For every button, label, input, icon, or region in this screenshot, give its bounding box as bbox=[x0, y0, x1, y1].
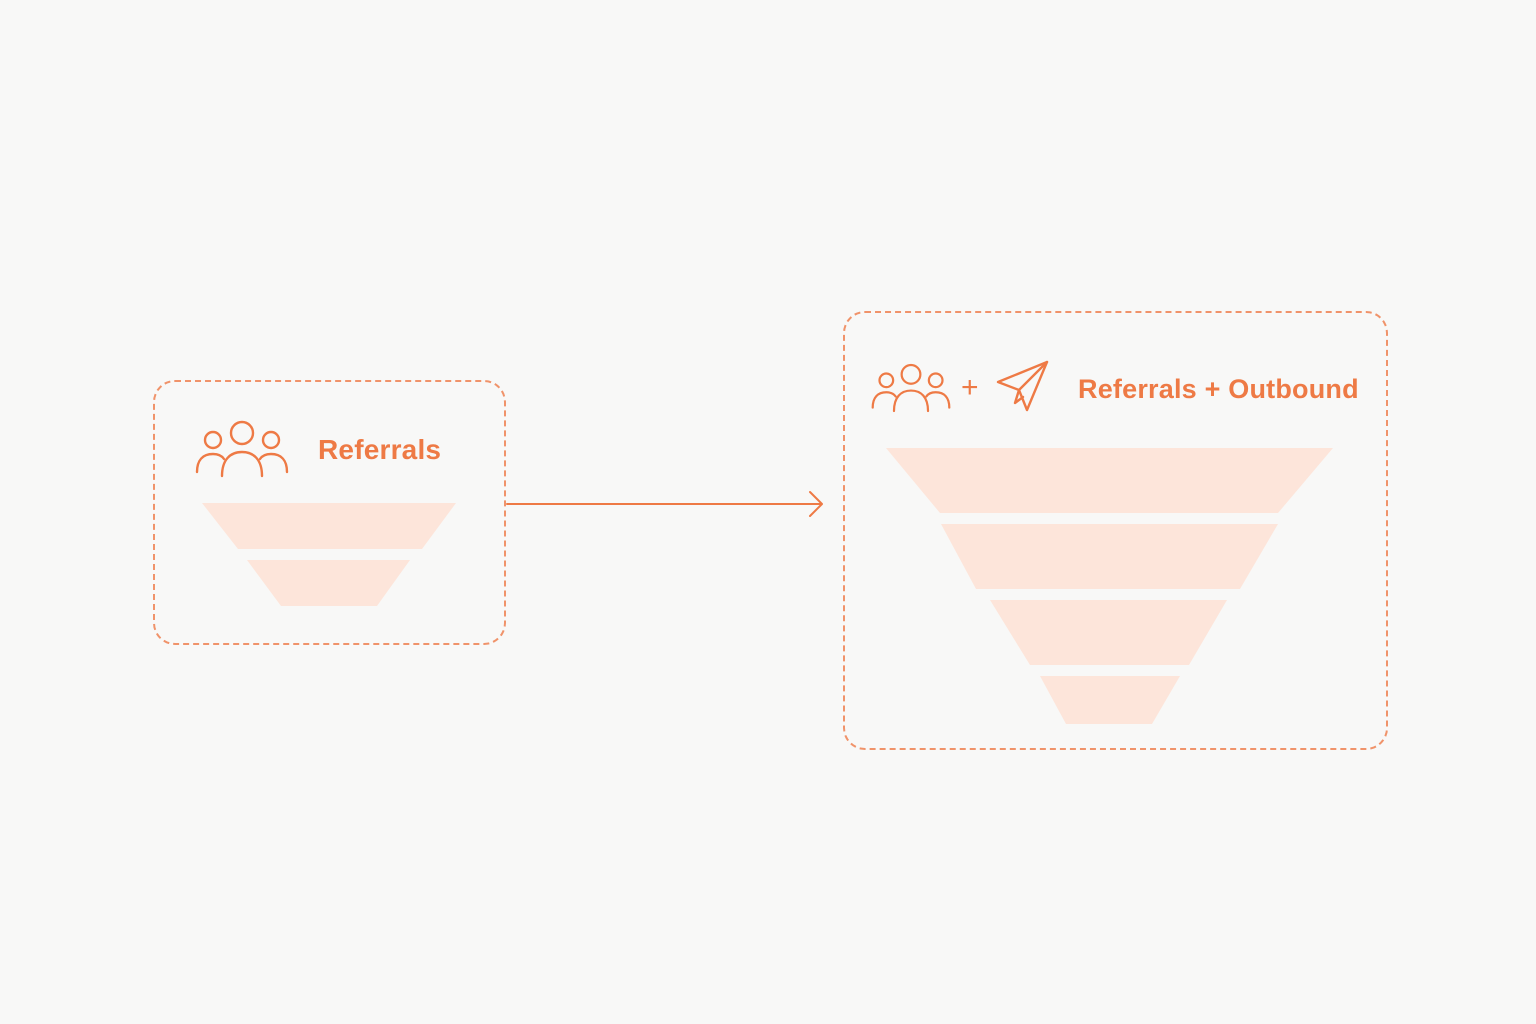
funnel-stage-2 bbox=[247, 560, 410, 606]
paper-plane-icon bbox=[996, 360, 1049, 412]
referrals-panel: Referrals bbox=[153, 380, 506, 645]
arrow-head bbox=[809, 491, 823, 517]
referrals-outbound-funnel bbox=[886, 448, 1333, 724]
funnel-stage-3 bbox=[990, 600, 1227, 665]
referrals-outbound-panel: + Referrals + Outbound bbox=[843, 311, 1388, 750]
funnel-stage-4 bbox=[1040, 676, 1180, 724]
funnel-stage-1 bbox=[886, 448, 1333, 513]
funnel-stage-2 bbox=[941, 524, 1278, 589]
referrals-outbound-label: Referrals + Outbound bbox=[1078, 374, 1359, 404]
referrals-label: Referrals bbox=[318, 434, 442, 465]
referrals-funnel bbox=[202, 503, 456, 606]
people-group-icon bbox=[195, 420, 289, 478]
people-group-icon bbox=[871, 363, 951, 413]
plus-sign: + bbox=[961, 371, 979, 404]
funnel-stage-1 bbox=[202, 503, 456, 549]
arrow-right-icon bbox=[506, 491, 823, 517]
